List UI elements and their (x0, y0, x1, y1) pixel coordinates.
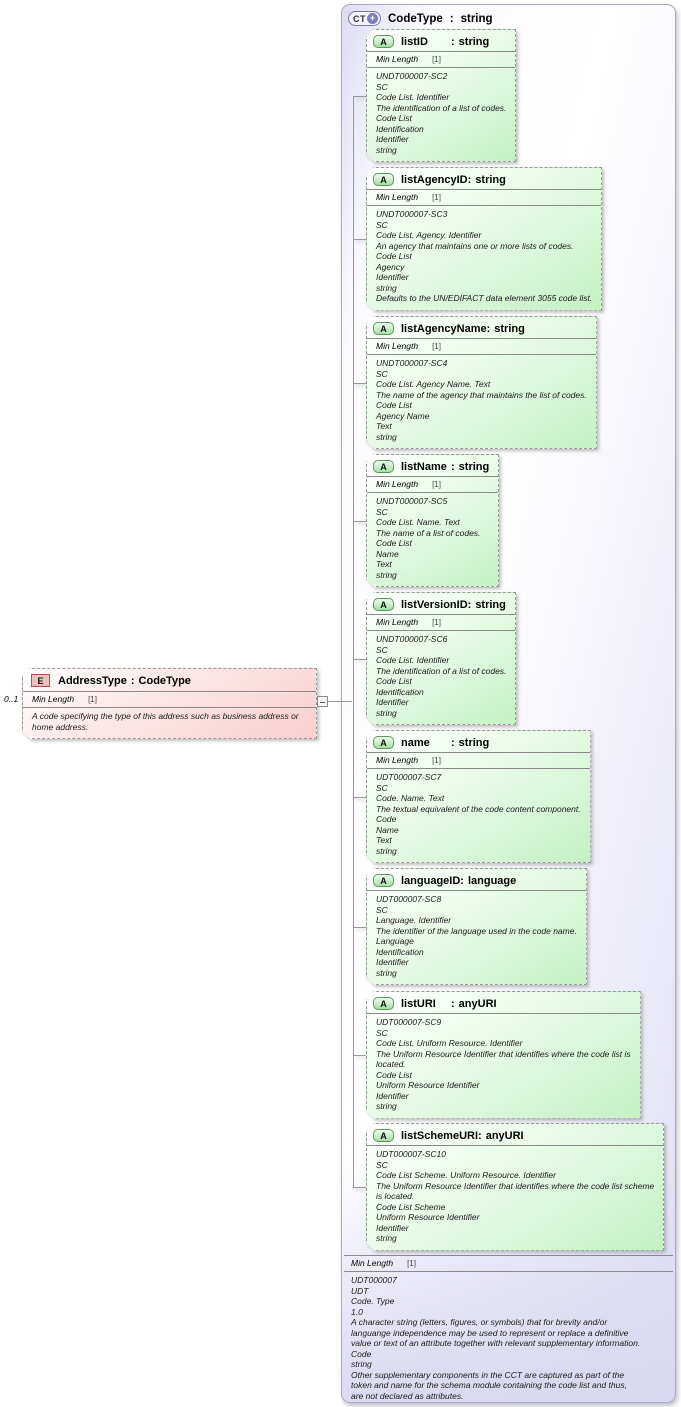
colon-separator: : (467, 598, 472, 611)
attribute-type: string (475, 173, 506, 186)
tree-connector-line (353, 95, 354, 1187)
element-type: CodeType (138, 674, 191, 687)
attribute-icon: A (373, 173, 394, 186)
complextype-icon: CT + (348, 11, 381, 26)
colon-separator: : (451, 460, 455, 473)
collapse-toggle-minus-icon[interactable] (317, 696, 328, 707)
attribute-box-languageid: A languageID : language UDT000007-SC8 SC… (353, 868, 587, 985)
attribute-icon: A (373, 598, 394, 611)
colon-separator: : (478, 1129, 482, 1142)
facet-cardinality: [1] (407, 1259, 416, 1268)
attribute-type: string (475, 598, 506, 611)
expand-icon[interactable]: + (367, 13, 378, 24)
complextype-footer: Min Length [1] UDT000007 UDT Code. Type … (344, 1255, 673, 1405)
attribute-type: string (458, 35, 490, 48)
facet-cardinality: [1] (432, 55, 441, 64)
attribute-type: anyURI (485, 1129, 524, 1142)
attribute-box-listuri: A listURI : anyURI UDT000007-SC9 SC Code… (353, 991, 641, 1119)
element-icon: E (31, 674, 50, 687)
colon-separator: : (486, 322, 491, 335)
attribute-icon: A (373, 460, 394, 473)
attribute-type: string (458, 460, 490, 473)
attribute-box-listschemeuri: A listSchemeURI : anyURI UDT000007-SC10 … (352, 1123, 664, 1251)
facet-name: Min Length (32, 694, 75, 704)
attribute-name: listSchemeURI (401, 1129, 479, 1142)
attribute-box-listname: A listName : string Min Length [1] UNDT0… (352, 454, 499, 587)
attribute-box-name: A name : string Min Length [1] UDT000007… (353, 730, 591, 863)
facet-cardinality: [1] (432, 756, 441, 765)
attribute-type: anyURI (458, 997, 497, 1010)
attribute-name: listURI (401, 997, 436, 1010)
facet-name: Min Length (376, 192, 419, 202)
facet-cardinality: [1] (432, 193, 441, 202)
facet-name: Min Length (376, 54, 419, 64)
attribute-annotation: UNDT000007-SC6 SC Code List. Identifier … (376, 634, 507, 718)
attribute-annotation: UDT000007-SC8 SC Language. Identifier Th… (376, 894, 577, 978)
complextype-annotation: UDT000007 UDT Code. Type 1.0 A character… (351, 1275, 641, 1401)
colon-separator: : (130, 674, 135, 687)
complextype-base-type: string (460, 12, 493, 25)
attribute-name: listAgencyName (401, 322, 487, 335)
facet-name: Min Length (376, 341, 419, 351)
attribute-box-listagencyid: A listAgencyID : string Min Length [1] U… (352, 167, 602, 311)
attribute-name: name (401, 736, 430, 749)
attribute-box-listagencyname: A listAgencyName : string Min Length [1]… (353, 316, 597, 449)
colon-separator: : (467, 173, 472, 186)
attribute-annotation: UNDT000007-SC4 SC Code List. Agency Name… (376, 358, 587, 442)
colon-separator: : (451, 35, 455, 48)
complextype-title: CT + CodeType : string (342, 5, 675, 30)
cardinality-label: 0..1 (4, 694, 19, 704)
attribute-annotation: UNDT000007-SC3 SC Code List. Agency. Ide… (376, 209, 593, 303)
attribute-icon: A (373, 35, 394, 48)
complextype-box-codetype: CT + CodeType : string A listID : string… (341, 4, 676, 1403)
attribute-icon: A (373, 1129, 394, 1142)
ct-badge-label: CT (353, 13, 366, 24)
attribute-type: string (458, 736, 490, 749)
attribute-annotation: UNDT000007-SC5 SC Code List. Name. Text … (376, 496, 481, 580)
attribute-box-listversionid: A listVersionID : string Min Length [1] … (352, 592, 516, 725)
element-name: AddressType (58, 674, 127, 687)
attribute-name: listAgencyID (401, 173, 468, 186)
element-box-addresstype: E AddressType : CodeType Min Length [1] … (22, 668, 317, 739)
facet-cardinality: [1] (432, 480, 441, 489)
attribute-name: listName (401, 460, 447, 473)
attribute-annotation: UDT000007-SC10 SC Code List Scheme. Unif… (376, 1149, 655, 1243)
colon-separator: : (451, 997, 455, 1010)
colon-separator: : (451, 736, 455, 749)
colon-separator: : (449, 12, 454, 25)
attribute-box-listid: A listID : string Min Length [1] UNDT000… (352, 29, 516, 162)
connector-line (328, 701, 352, 702)
attribute-annotation: UDT000007-SC7 SC Code. Name. Text The te… (376, 772, 581, 856)
facet-cardinality: [1] (432, 618, 441, 627)
attribute-icon: A (373, 997, 394, 1010)
facet-cardinality: [1] (432, 342, 441, 351)
attribute-type: language (467, 874, 517, 887)
facet-name: Min Length (376, 617, 419, 627)
attribute-annotation: UNDT000007-SC2 SC Code List. Identifier … (376, 71, 507, 155)
facet-name: Min Length (376, 479, 419, 489)
element-annotation: A code specifying the type of this addre… (32, 711, 299, 732)
attribute-name: languageID (401, 874, 461, 887)
colon-separator: : (460, 874, 464, 887)
facet-name: Min Length (376, 755, 419, 765)
facet-name: Min Length (351, 1258, 394, 1268)
attribute-name: listID (401, 35, 428, 48)
complextype-name: CodeType (388, 12, 443, 25)
attribute-icon: A (373, 874, 394, 887)
attribute-type: string (494, 322, 525, 335)
attribute-icon: A (373, 322, 394, 335)
attribute-name: listVersionID (401, 598, 468, 611)
attribute-annotation: UDT000007-SC9 SC Code List. Uniform Reso… (376, 1017, 631, 1111)
facet-cardinality: [1] (88, 695, 97, 704)
attribute-icon: A (373, 736, 394, 749)
